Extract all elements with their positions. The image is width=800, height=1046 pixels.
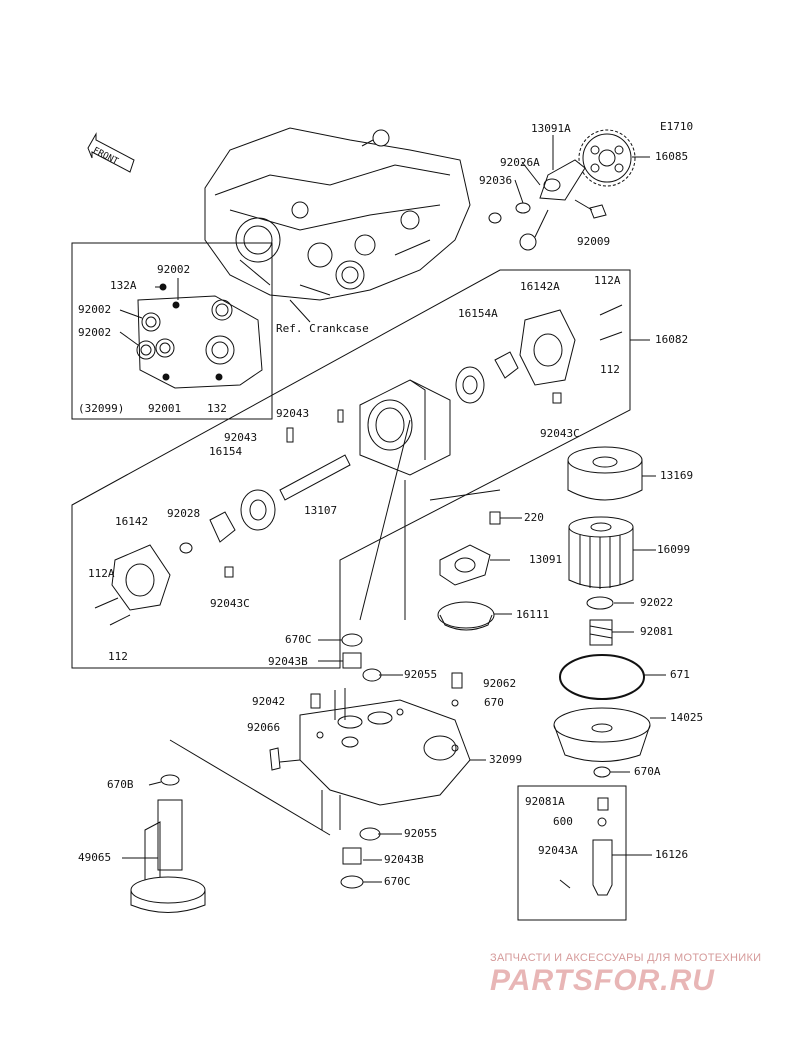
cover-16142A [519,309,576,386]
gear-16085 [578,129,636,187]
front-arrow-icon [87,132,135,173]
cover-16142 [111,544,171,611]
rotor-16154A [455,366,485,404]
crankcase-illustration [204,127,471,301]
callout-92043B-a: 92043B [268,655,308,668]
callout-16154A: 16154A [458,307,498,320]
callout-92009: 92009 [577,235,611,248]
callout-220: 220 [524,511,544,524]
callout-92043C-a: 92043C [540,427,580,440]
callout-16082: 16082 [655,333,689,346]
callout-92043C-b: 92043C [210,597,250,610]
spring-92081 [589,619,613,646]
callout-671: 671 [670,668,690,681]
callout-13091A: 13091A [531,122,571,135]
relief-valve-16126 [592,839,613,896]
callout-670B: 670B [107,778,134,791]
callout-49065: 49065 [78,851,112,864]
washer-92036 [515,202,531,214]
diagram-code: E1710 [660,120,694,133]
callout-92043A: 92043A [538,844,578,857]
callout-16142: 16142 [115,515,149,528]
callout-92043-b: 92043 [224,431,258,444]
callout-16085: 16085 [655,150,689,163]
callout-92001: 92001 [148,402,182,415]
washer-92022 [586,596,614,610]
callout-112A: 112A [594,274,621,287]
callout-92066: 92066 [247,721,281,734]
oil-screen-14025 [553,707,651,762]
callout-92043-a: 92043 [276,407,310,420]
callout-92042: 92042 [252,695,286,708]
o-ring-671 [559,654,645,700]
callout-32099-ref: (32099) [78,402,125,415]
ref-crankcase-label: Ref. Crankcase [276,322,369,335]
callout-13107: 13107 [304,504,338,517]
callout-92002-c: 92002 [78,326,112,339]
callout-13169: 13169 [660,469,694,482]
callout-92062: 92062 [483,677,517,690]
callout-670C-a: 670C [285,633,312,646]
callout-92028: 92028 [167,507,201,520]
callout-92081A: 92081A [525,795,565,808]
callout-32099: 32099 [489,753,523,766]
oil-strainer-49065 [130,774,206,913]
callout-92055-a: 92055 [404,668,438,681]
callout-112A-b: 112A [88,567,115,580]
oil-pump-cover-inset [119,278,263,389]
pump-body [359,379,451,476]
callout-92022: 92022 [640,596,674,609]
pump-housing-32099 [299,699,471,806]
callout-132A: 132A [110,279,137,292]
callout-16099: 16099 [657,543,691,556]
bolt-92009 [589,204,607,219]
watermark-tagline: ЗАПЧАСТИ И АКСЕССУАРЫ ДЛЯ МОТОТЕХНИКИ [490,952,762,964]
callout-14025: 14025 [670,711,704,724]
callout-16111: 16111 [516,608,550,621]
callout-92055-b: 92055 [404,827,438,840]
callout-112-b: 112 [108,650,128,663]
callout-92002-b: 92002 [78,303,112,316]
callout-92081: 92081 [640,625,674,638]
inset-box-relief-valve [517,785,627,921]
inset-box-pump [71,269,631,669]
plate-13091A [539,159,586,201]
inset-box-left [71,242,273,420]
callout-600: 600 [553,815,573,828]
callout-670C-b: 670C [384,875,411,888]
callout-112: 112 [600,363,620,376]
callout-92043B-b: 92043B [384,853,424,866]
filter-cap-13169 [567,446,643,501]
oil-filter-16099 [568,516,634,589]
callout-92026A: 92026A [500,156,540,169]
callout-92002-a: 92002 [157,263,191,276]
seal-16111 [437,601,495,629]
rotor-16154 [240,489,276,531]
callout-670A: 670A [634,765,661,778]
callout-132: 132 [207,402,227,415]
watermark-logo: PARTSFOR.RU [490,964,715,997]
shaft-13107 [279,454,351,501]
callout-16154: 16154 [209,445,243,458]
callout-13091: 13091 [529,553,563,566]
plate-13091 [439,544,491,586]
callout-16142A: 16142A [520,280,560,293]
callout-92036: 92036 [479,174,513,187]
callout-16126: 16126 [655,848,689,861]
callout-670: 670 [484,696,504,709]
